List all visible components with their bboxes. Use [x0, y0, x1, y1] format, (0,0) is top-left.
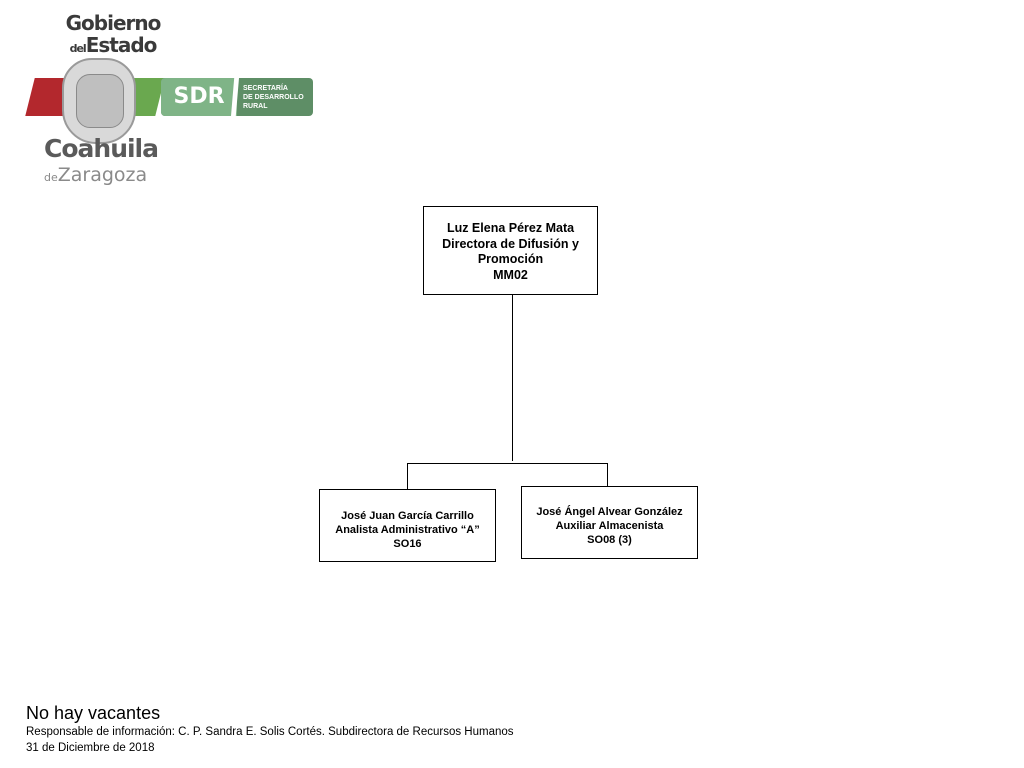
director-code: MM02: [493, 267, 528, 282]
connector-horizontal: [407, 463, 608, 464]
connector-drop-right: [607, 463, 608, 486]
sdr-separator: [231, 78, 239, 116]
zaragoza-wordmark: deZaragoza: [44, 164, 147, 186]
analista-name: José Juan García Carrillo: [341, 510, 474, 522]
almacenista-name: José Ángel Alvear González: [536, 506, 683, 518]
analista-title: Analista Administrativo “A”: [335, 524, 480, 536]
coat-of-arms-shield-icon: [76, 74, 124, 128]
analista-code: SO16: [393, 538, 422, 550]
almacenista-title: Auxiliar Almacenista: [555, 520, 664, 532]
government-logo: Gobierno delEstado SDR SECRETARÍA DE DES…: [25, 8, 318, 188]
org-box-almacenista: José Ángel Alvear González Auxiliar Alma…: [521, 486, 698, 559]
sdr-subtitle: SECRETARÍA DE DESARROLLO RURAL: [243, 85, 304, 110]
sdr-logo: SDR SECRETARÍA DE DESARROLLO RURAL: [161, 78, 313, 116]
connector-drop-left: [407, 463, 408, 489]
date-note: 31 de Diciembre de 2018: [26, 742, 155, 754]
coahuila-text: Coahuila: [44, 134, 159, 163]
gobierno-del-estado-wordmark: Gobierno delEstado: [58, 12, 168, 60]
de-text: de: [44, 171, 58, 184]
del-text: del: [69, 42, 87, 55]
director-title-2: Promoción: [477, 252, 544, 266]
almacenista-code: SO08 (3): [587, 534, 632, 546]
director-title-1: Directora de Difusión y: [442, 236, 579, 251]
connector-vertical-main: [512, 295, 513, 461]
estado-text: Estado: [85, 33, 158, 57]
zaragoza-text: Zaragoza: [57, 164, 148, 186]
gobierno-text: Gobierno: [65, 11, 162, 35]
director-name: Luz Elena Pérez Mata: [446, 221, 575, 235]
sdr-text: SDR: [161, 78, 237, 116]
org-box-director: Luz Elena Pérez Mata Directora de Difusi…: [423, 206, 598, 295]
org-box-analista: José Juan García Carrillo Analista Admin…: [319, 489, 496, 562]
vacancies-note: No hay vacantes: [26, 703, 161, 723]
responsible-note: Responsable de información: C. P. Sandra…: [26, 726, 514, 738]
